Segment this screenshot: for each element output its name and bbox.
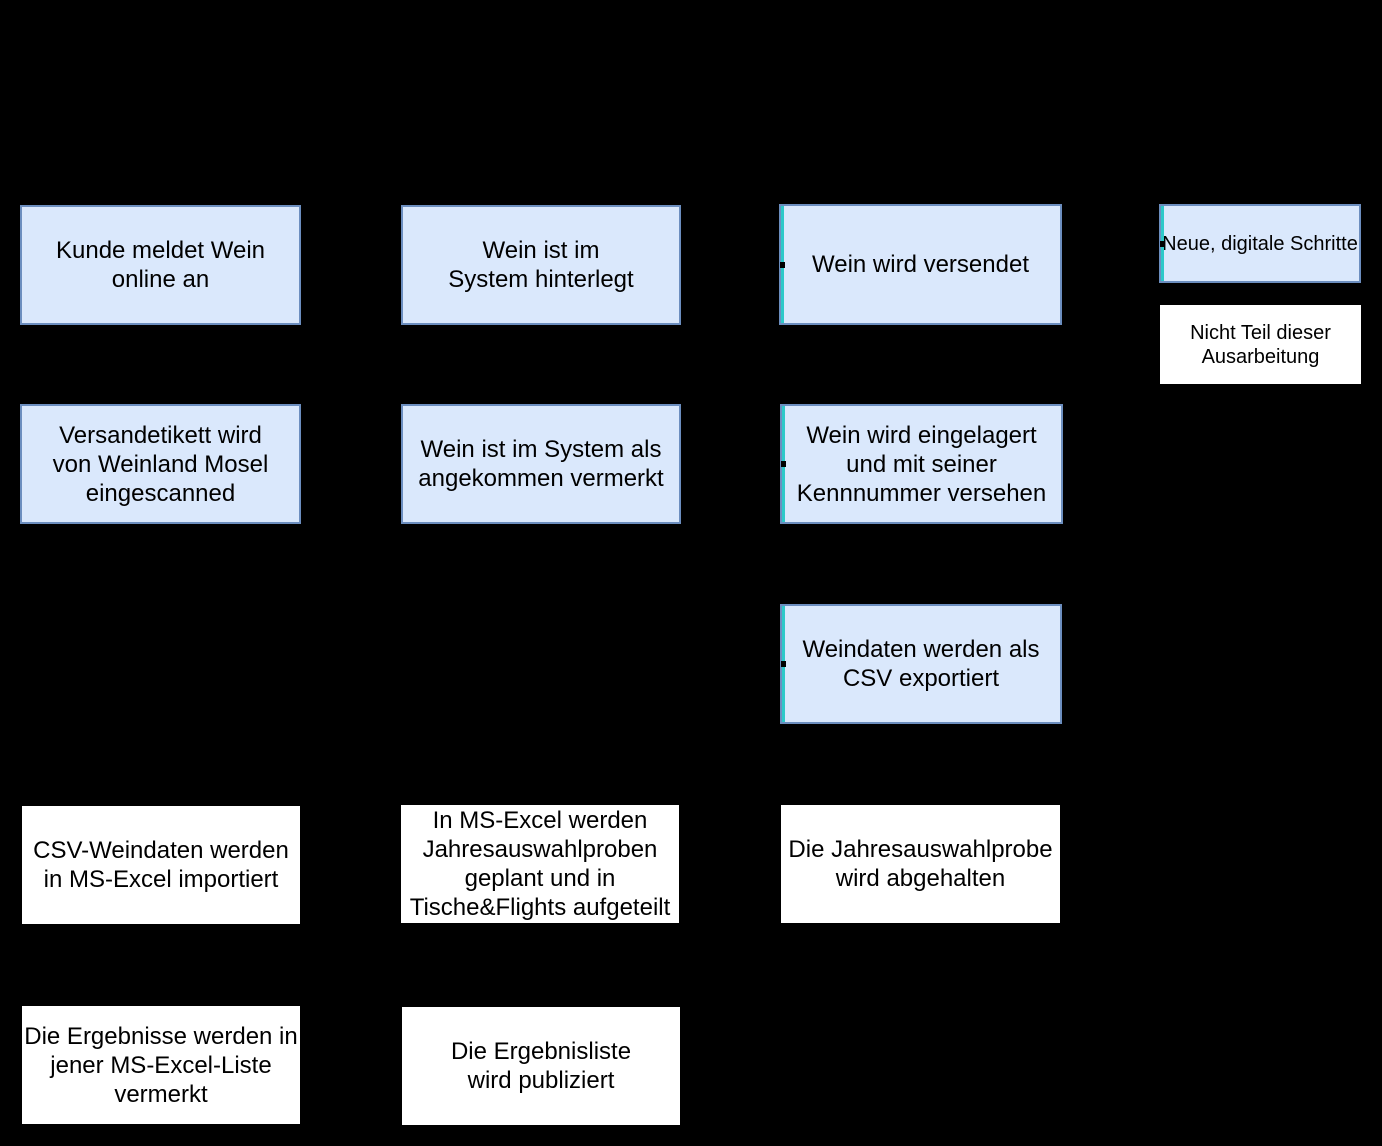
node-label: Die Jahresauswahlprobe wird abgehalten [788,836,1053,892]
node-weindaten-csv-export: Weindaten werden als CSV exportiert [780,604,1062,724]
node-wein-wird-versendet: Wein wird versendet [779,204,1062,325]
node-label: Wein wird versendet [812,251,1029,278]
node-label: Die Ergebnisse werden in jener MS-Excel-… [24,1022,298,1108]
node-label: Versandetikett wird von Weinland Mosel e… [52,421,269,507]
node-label: Die Ergebnisliste wird publiziert [450,1038,632,1094]
node-csv-import-ms-excel: CSV-Weindaten werden in MS-Excel importi… [22,806,300,924]
node-wein-wird-eingelagert: Wein wird eingelagert und mit seiner Ken… [780,404,1063,524]
node-label: Wein wird eingelagert und mit seiner Ken… [796,421,1047,507]
node-label: Weindaten werden als CSV exportiert [802,636,1040,692]
node-label: CSV-Weindaten werden in MS-Excel importi… [33,837,289,893]
legend-neue-digitale-schritte: Neue, digitale Schritte [1159,204,1361,283]
node-wein-als-angekommen-vermerkt: Wein ist im System als angekommen vermer… [401,404,681,524]
node-jahresauswahlproben-planung: In MS-Excel werden Jahresauswahlproben g… [401,805,679,923]
legend-nicht-teil-dieser-ausarbeitung: Nicht Teil dieser Ausarbeitung [1160,305,1361,384]
node-label: Wein ist im System hinterlegt [448,237,634,293]
node-jahresauswahlprobe-abgehalten: Die Jahresauswahlprobe wird abgehalten [781,805,1060,923]
legend-label: Nicht Teil dieser Ausarbeitung [1190,321,1331,368]
node-label: In MS-Excel werden Jahresauswahlproben g… [409,807,671,921]
node-ergebnisse-vermerkt: Die Ergebnisse werden in jener MS-Excel-… [22,1006,300,1124]
node-versandetikett-eingescanned: Versandetikett wird von Weinland Mosel e… [20,404,301,524]
node-wein-ist-im-system-hinterlegt: Wein ist im System hinterlegt [401,205,681,325]
node-label: Kunde meldet Wein online an [55,237,265,293]
legend-label: Neue, digitale Schritte [1162,232,1358,255]
node-label: Wein ist im System als angekommen vermer… [418,436,664,492]
node-ergebnisliste-publiziert: Die Ergebnisliste wird publiziert [402,1007,680,1125]
node-kunde-meldet-wein-online-an: Kunde meldet Wein online an [20,205,301,325]
